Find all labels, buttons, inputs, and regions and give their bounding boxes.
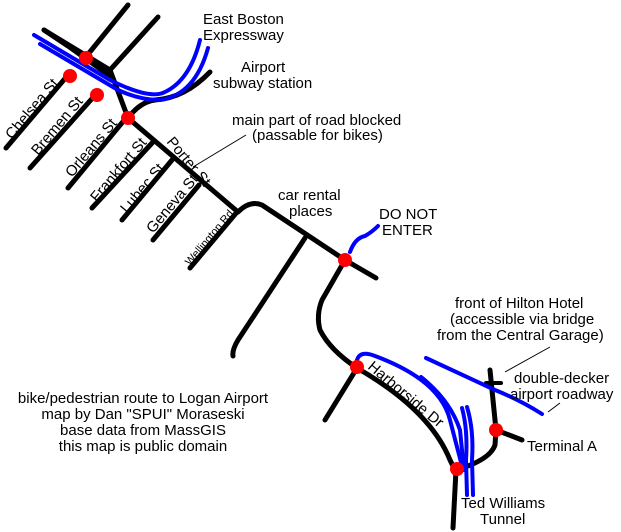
road-top-diagonal-1 xyxy=(82,2,131,61)
stop-terminal-a[interactable] xyxy=(489,423,503,437)
road-orleans-st xyxy=(65,115,129,191)
road-top-diagonal-2 xyxy=(107,14,161,73)
credit-line-3: base data from MassGIS xyxy=(60,422,226,439)
label-ted-williams-1: Ted Williams xyxy=(461,495,545,512)
road-harborside-dr xyxy=(354,365,458,473)
labels: East Boston Expressway Airport subway st… xyxy=(2,11,614,528)
routes xyxy=(32,33,544,497)
leader-hilton xyxy=(504,346,551,373)
label-airport-subway-1: Airport xyxy=(241,59,286,76)
road-upper-connector xyxy=(41,27,113,79)
label-ted-williams-2: Tunnel xyxy=(480,511,525,528)
stop-do-not-enter[interactable] xyxy=(338,253,352,267)
label-east-boston-2: Expressway xyxy=(203,27,284,44)
label-double-decker-2: airport roadway xyxy=(510,386,614,403)
label-airport-subway-2: subway station xyxy=(213,75,312,92)
label-car-rental-1: car rental xyxy=(278,187,341,204)
road-geneva-st xyxy=(150,182,202,243)
road-wellington-rd xyxy=(187,209,240,271)
route-expressway-1 xyxy=(32,33,202,97)
route-harborside xyxy=(355,351,465,472)
route-harborside-inner xyxy=(419,375,466,472)
leader-lines xyxy=(192,134,561,413)
route-tunnel-2 xyxy=(465,405,475,497)
label-do-not-enter-2: ENTER xyxy=(382,222,433,239)
road-frankfort-st xyxy=(89,139,156,211)
road-car-rental-spur xyxy=(230,235,308,359)
label-car-rental-2: places xyxy=(289,203,332,220)
road-harborside-spur xyxy=(322,365,360,423)
credit-line-2: map by Dan "SPUI" Moraseski xyxy=(41,406,244,423)
road-main-porter xyxy=(41,27,379,281)
label-double-decker-1: double-decker xyxy=(514,370,609,387)
road-chelsea-st xyxy=(3,72,71,151)
credit-line-1: bike/pedestrian route to Logan Airport xyxy=(18,390,269,407)
stop-harborside[interactable] xyxy=(350,360,364,374)
road-bremen-st xyxy=(27,90,100,171)
label-hilton-2: (accessible via bridge xyxy=(450,311,594,328)
credit-line-4: this map is public domain xyxy=(59,438,227,455)
leader-double-decker xyxy=(547,402,561,413)
route-expressway-2 xyxy=(38,42,210,102)
roads xyxy=(3,2,525,531)
label-road-blocked-2: (passable for bikes) xyxy=(252,127,383,144)
road-lubec-st xyxy=(119,157,175,223)
road-tunnel-south xyxy=(450,467,459,531)
stop-ted-williams[interactable] xyxy=(450,462,464,476)
label-east-boston-1: East Boston xyxy=(203,11,284,28)
label-hilton-3: from the Central Garage) xyxy=(437,327,604,344)
stop-orleans[interactable] xyxy=(121,111,135,125)
label-road-blocked-1: main part of road blocked xyxy=(232,112,401,129)
intersections xyxy=(63,51,503,476)
label-hilton-1: front of Hilton Hotel xyxy=(455,295,583,312)
stop-bremen[interactable] xyxy=(90,88,104,102)
stop-1[interactable] xyxy=(79,51,93,65)
stop-chelsea[interactable] xyxy=(63,69,77,83)
label-do-not-enter-1: DO NOT xyxy=(379,206,437,223)
route-hilton-roadway xyxy=(424,356,544,416)
route-do-not-enter xyxy=(348,224,380,254)
street-wellington: Wellington Rd xyxy=(183,208,236,268)
road-to-subway xyxy=(125,69,213,121)
route-tunnel-1 xyxy=(460,406,469,497)
road-to-harborside xyxy=(315,257,360,371)
label-terminal-a: Terminal A xyxy=(527,438,597,455)
leader-road-blocked xyxy=(192,134,247,168)
